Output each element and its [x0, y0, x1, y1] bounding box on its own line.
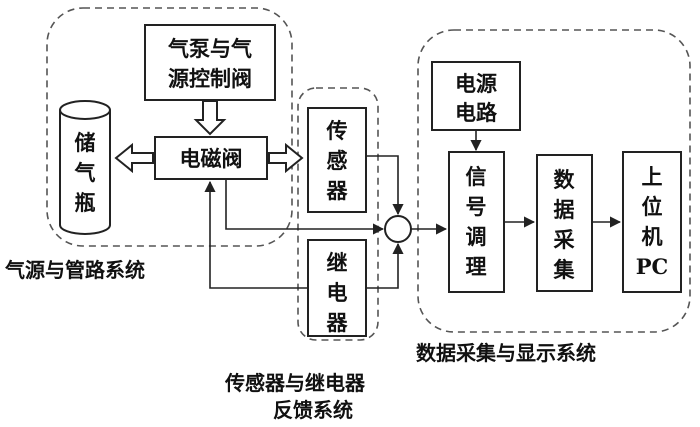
cylinder-node: 储 气 瓶 [59, 100, 111, 235]
data-acquisition-label-2: 据 [554, 197, 575, 222]
relay-label-1: 继 [327, 250, 348, 275]
relay-label-2: 电 [327, 280, 348, 305]
valve-to-cylinder-arrow [114, 142, 154, 174]
relay-label-3: 器 [326, 310, 349, 335]
signal-conditioning-label-4: 理 [466, 254, 487, 279]
data-acquisition-label-3: 采 [554, 227, 575, 252]
valve-to-sensor-arrow [268, 142, 304, 174]
solenoid-valve-label: 电磁阀 [180, 146, 243, 171]
gas-source-group-caption: 气源与管路系统 [4, 258, 145, 282]
relay-to-valve-line [204, 180, 308, 289]
cylinder-label-1: 储 [75, 130, 96, 155]
sensor-label-2: 感 [327, 148, 348, 173]
gas-source-group [46, 7, 293, 247]
host-pc-label-4: PC [636, 254, 669, 279]
summing-junction [384, 215, 412, 243]
pump-valve-label-1: 气泵与气 [167, 36, 252, 61]
cylinder-label-2: 气 [74, 160, 96, 185]
feedback-group-caption-2: 反馈系统 [273, 398, 353, 422]
power-circuit-label-1: 电源 [455, 71, 497, 96]
pump-valve-node [144, 24, 276, 101]
host-pc-label-3: 机 [642, 224, 663, 249]
pump-valve-label-2: 源控制阀 [168, 66, 252, 91]
relay-to-junction-line [366, 242, 404, 289]
power-circuit-label-2: 电路 [455, 100, 498, 125]
signal-conditioning-label-1: 信 [466, 164, 487, 189]
sensor-to-junction-line [366, 155, 404, 216]
signal-conditioning-node [448, 151, 505, 293]
data-acquisition-label-1: 数 [554, 167, 576, 192]
host-pc-node [622, 151, 682, 293]
sensor-label-3: 器 [326, 178, 349, 203]
acquisition-display-group-caption: 数据采集与显示系统 [416, 341, 596, 365]
feedback-group [297, 87, 379, 341]
valve-to-junction-line [225, 180, 385, 235]
signal-conditioning-label-2: 号 [466, 194, 487, 219]
signal-conditioning-label-3: 调 [466, 224, 487, 249]
host-pc-label-1: 上 [642, 164, 663, 189]
cylinder-label-3: 瓶 [75, 190, 96, 215]
solenoid-valve-node [154, 136, 268, 180]
sensor-label-1: 传 [326, 118, 348, 143]
sensor-node [307, 107, 367, 213]
host-pc-label-2: 位 [642, 194, 663, 219]
pump-to-valve-arrow [193, 100, 227, 136]
feedback-group-caption-1: 传感器与继电器 [224, 371, 366, 395]
acquisition-display-group [417, 29, 691, 333]
data-acquisition-label-4: 集 [553, 257, 576, 282]
power-circuit-node [431, 61, 521, 131]
relay-node [307, 239, 367, 337]
data-acquisition-node [536, 154, 593, 292]
